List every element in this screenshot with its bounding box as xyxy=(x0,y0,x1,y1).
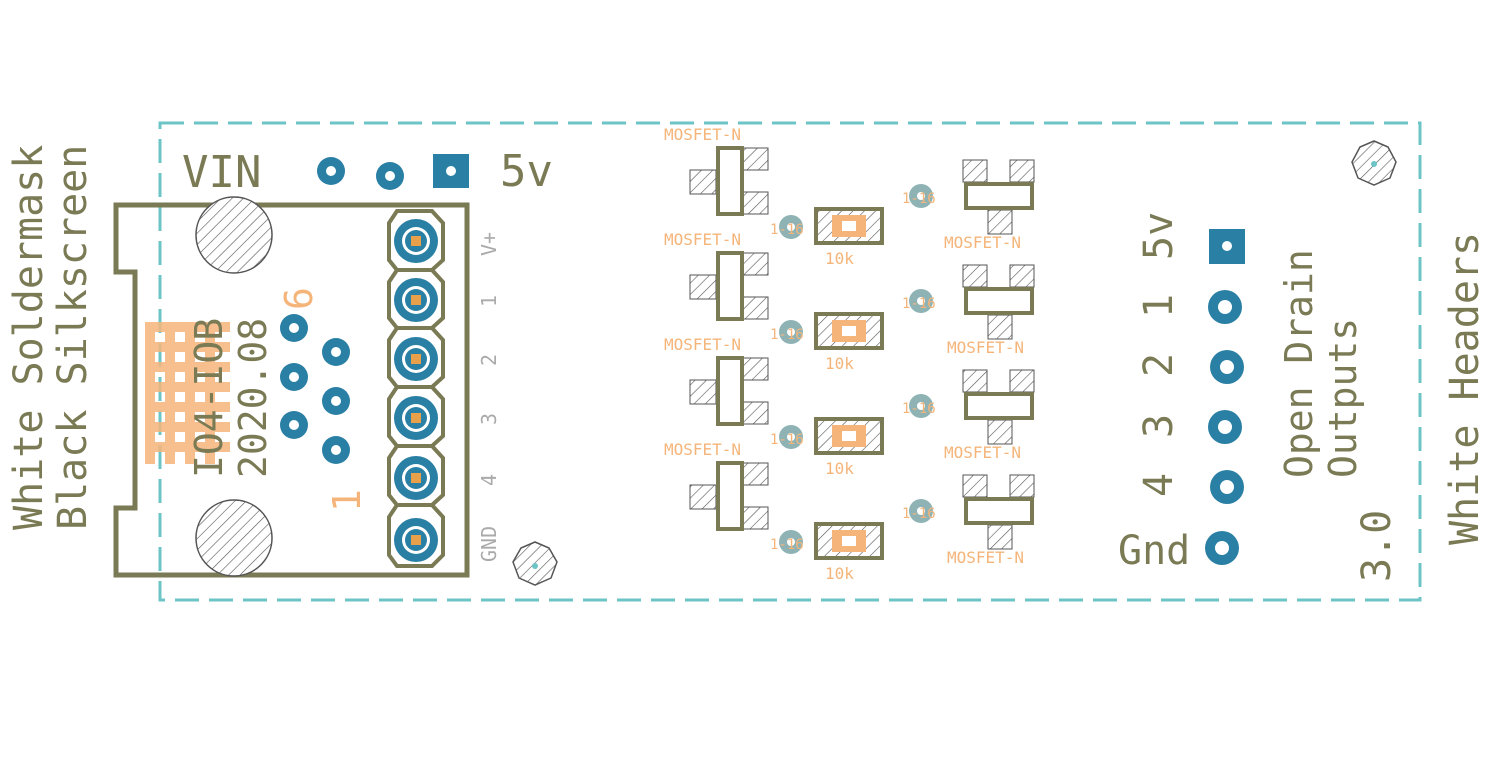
rj-pin-six: 6 xyxy=(277,287,321,310)
pin-label-1: 1 xyxy=(477,295,501,307)
vin-header xyxy=(317,154,469,190)
board-outline xyxy=(158,121,1422,602)
left-note-silkscreen: Black Silkscreen xyxy=(50,145,96,530)
pin-label-2: 2 xyxy=(477,354,501,366)
output-label-4: 4 xyxy=(1136,473,1182,497)
resistor-label: 10k xyxy=(825,249,854,268)
mosfet-pad xyxy=(987,419,1013,445)
mosfet-body xyxy=(964,287,1034,315)
mosfet-label: MOSFET-N xyxy=(947,548,1024,567)
mosfet-body xyxy=(716,356,744,426)
via-label: 1-16 xyxy=(770,327,804,343)
mosfet-pad xyxy=(689,274,717,300)
mosfet-pad xyxy=(987,314,1013,340)
mosfet-pad xyxy=(741,462,769,486)
rj-pin-one: 1 xyxy=(325,489,369,512)
mosfet-pad xyxy=(1009,264,1035,288)
mosfet-label: MOSFET-N xyxy=(664,230,741,249)
mosfet-body xyxy=(716,251,744,321)
mosfet-body xyxy=(716,146,744,216)
mosfet-pad xyxy=(962,474,988,498)
via-label: 1-16 xyxy=(902,296,936,312)
mosfet-pad xyxy=(741,147,769,171)
via-label: 1-16 xyxy=(770,222,804,238)
mount-hole-bottom xyxy=(195,499,273,577)
mosfet-pad xyxy=(962,264,988,288)
mosfet-label: MOSFET-N xyxy=(664,335,741,354)
left-note-soldermask: White Soldermask xyxy=(6,145,52,530)
mosfet-pad xyxy=(987,524,1013,550)
resistor-label: 10k xyxy=(825,459,854,478)
output-channels: MOSFET-N1-1610k1-16MOSFET-NMOSFET-N1-161… xyxy=(664,125,1035,583)
pin-label-vplus: V+ xyxy=(477,232,501,256)
mosfet-pad xyxy=(741,506,769,530)
five-v-top-label: 5v xyxy=(500,146,553,197)
output-label-2: 2 xyxy=(1136,353,1182,377)
mosfet-pad xyxy=(1009,369,1035,393)
mosfet-pad xyxy=(689,169,717,195)
vin-label: VIN xyxy=(182,147,261,198)
mosfet-pad xyxy=(962,159,988,183)
resistor-body xyxy=(814,207,884,245)
mosfet-pad xyxy=(1009,159,1035,183)
resistor-body xyxy=(814,417,884,455)
rj-pads xyxy=(280,314,350,464)
mosfet-pad xyxy=(741,191,769,215)
gnd-right-label: Gnd xyxy=(1118,528,1190,574)
via-label: 1-16 xyxy=(902,506,936,522)
resistor-label: 10k xyxy=(825,564,854,583)
via-label: 1-16 xyxy=(902,401,936,417)
mosfet-label: MOSFET-N xyxy=(944,443,1021,462)
pin-label-3: 3 xyxy=(477,413,501,425)
mosfet-pad xyxy=(741,252,769,276)
mosfet-pad xyxy=(962,369,988,393)
via-label: 1-16 xyxy=(770,537,804,553)
via-label: 1-16 xyxy=(770,432,804,448)
mosfet-pad xyxy=(987,209,1013,235)
five-v-right-label: 5v xyxy=(1136,212,1182,260)
pin-label-4: 4 xyxy=(477,474,501,486)
mosfet-pad xyxy=(741,357,769,381)
outputs-label: Outputs xyxy=(1321,318,1365,478)
mosfet-pad xyxy=(741,296,769,320)
board-name: IO4-IOB xyxy=(187,318,231,478)
mosfet-pad xyxy=(689,379,717,405)
board-date: 2020.08 xyxy=(231,318,275,478)
mosfet-body xyxy=(964,392,1034,420)
mosfet-pad xyxy=(741,401,769,425)
mosfet-body xyxy=(716,461,744,531)
pin-label-gnd: GND xyxy=(477,526,501,562)
mosfet-body xyxy=(964,497,1034,525)
mosfet-label: MOSFET-N xyxy=(664,125,741,144)
resistor-label: 10k xyxy=(825,354,854,373)
mosfet-body xyxy=(964,182,1034,210)
open-drain-label: Open Drain xyxy=(1277,249,1321,478)
version-label: 3.0 xyxy=(1354,510,1400,582)
mosfet-label: MOSFET-N xyxy=(944,233,1021,252)
mosfet-label: MOSFET-N xyxy=(664,440,741,459)
output-label-3: 3 xyxy=(1136,414,1182,438)
right-note-headers: White Headers xyxy=(1442,232,1488,545)
mosfet-label: MOSFET-N xyxy=(947,338,1024,357)
mount-hole-top xyxy=(195,196,273,274)
terminal-block xyxy=(387,209,445,568)
mosfet-pad xyxy=(689,484,717,510)
output-label-1: 1 xyxy=(1136,294,1182,318)
via-label: 1-16 xyxy=(902,191,936,207)
mosfet-pad xyxy=(1009,474,1035,498)
rj-contact-fingers xyxy=(145,322,230,464)
